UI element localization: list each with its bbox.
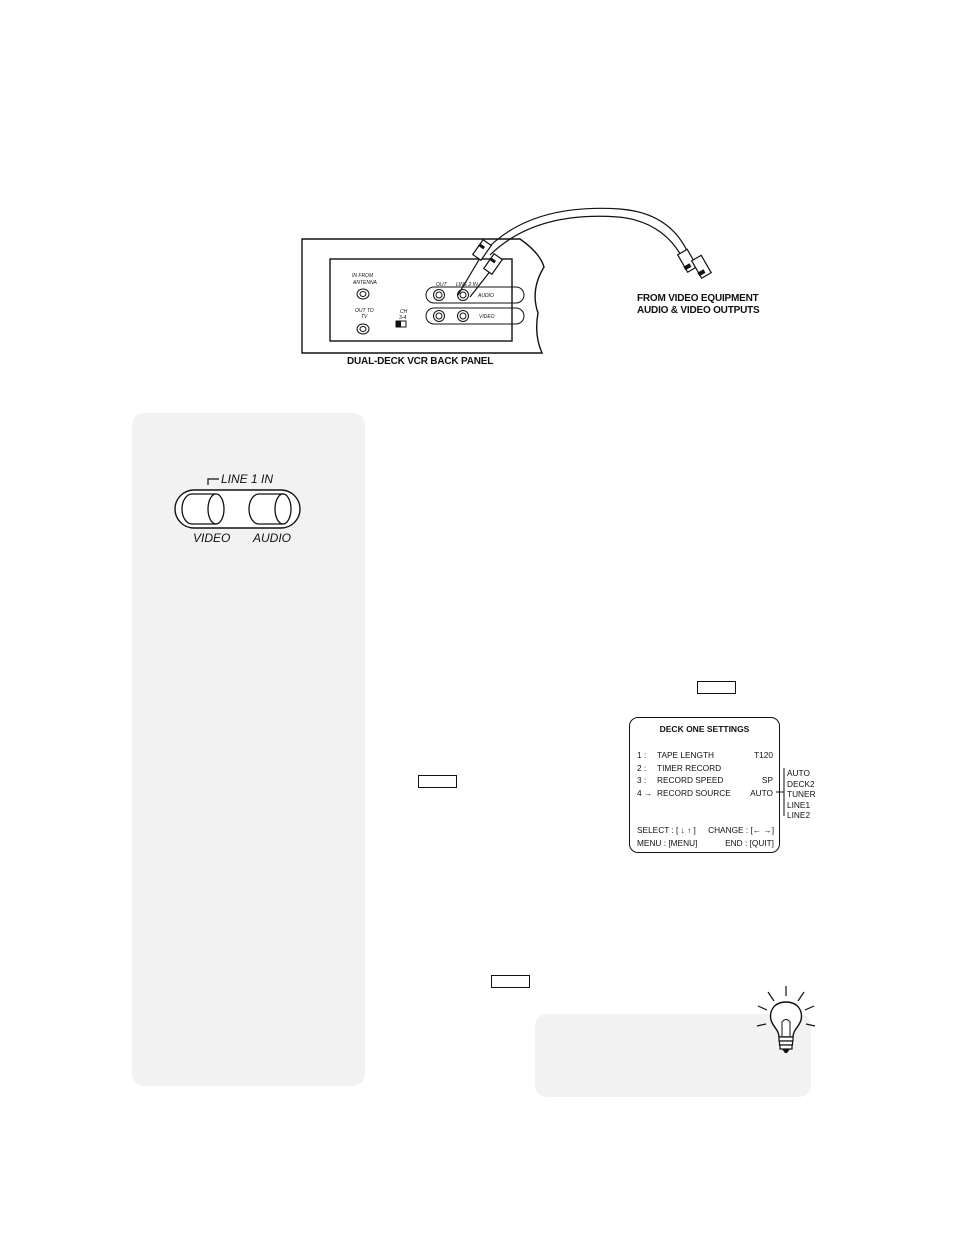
osd-row-num: 4 → (637, 787, 653, 798)
panel-caption: DUAL-DECK VCR BACK PANEL (347, 356, 494, 367)
key-box-2 (418, 775, 457, 788)
source-bracket (776, 768, 785, 816)
osd-end-hint: END : [QUIT] (725, 838, 774, 848)
antenna-jack-label-2: ANTENNA (353, 280, 377, 286)
osd-row-label: TIMER RECORD (657, 762, 722, 773)
source-option: LINE2 (787, 810, 811, 821)
channel-label-2: 3-4 (399, 315, 407, 321)
tv-jack-label: OUT TO (355, 308, 374, 314)
tv-jack-icon (356, 323, 370, 335)
source-caption-line1: FROM VIDEO EQUIPMENT (637, 293, 759, 304)
osd-row-label: TAPE LENGTH (657, 750, 715, 760)
vcr-panel-outline (301, 238, 545, 354)
osd-row-value: T120 (754, 750, 773, 760)
light-bulb-icon (756, 986, 816, 1053)
source-option: LINE1 (787, 799, 811, 810)
rca-plug-right-icon (676, 248, 713, 279)
video-jack-group (425, 307, 525, 325)
video-jack-icon (181, 493, 225, 525)
video-label: VIDEO (193, 531, 231, 545)
out-label: OUT (436, 282, 447, 288)
osd-menu-hint: MENU : [MENU] (637, 838, 698, 848)
key-box-1 (697, 681, 736, 694)
source-options-list: AUTO DECK2 TUNER LINE1 LINE2 (787, 768, 816, 821)
line1-label: LINE 1 IN (219, 472, 276, 486)
osd-select-hint: SELECT : [ ↓ ↑ ] (637, 825, 696, 835)
connection-diagram (301, 207, 713, 354)
line2-label: LINE 2 IN (456, 282, 478, 288)
osd-row-label: RECORD SOURCE (657, 787, 731, 798)
rca-jacks-icon (433, 289, 469, 322)
video-jack-label: VIDEO (479, 314, 495, 320)
antenna-jack-icon (356, 288, 370, 300)
audio-label: AUDIO (253, 531, 292, 545)
line1-jacks-illustration (174, 478, 301, 529)
tip-panel (535, 1014, 811, 1097)
source-option: AUTO (787, 768, 810, 778)
osd-row-value: AUTO (750, 787, 773, 798)
deck-settings-osd: DECK ONE SETTINGS 1 : TAPE LENGTH T120 2… (629, 717, 780, 853)
source-option: TUNER (787, 789, 816, 800)
osd-title: DECK ONE SETTINGS (659, 724, 750, 734)
tv-jack-label-2: TV (361, 314, 368, 320)
source-caption-line2: AUDIO & VIDEO OUTPUTS (637, 305, 760, 316)
key-box-3 (491, 975, 530, 988)
osd-change-hint: CHANGE : [← →] (708, 825, 774, 835)
source-option: DECK2 (787, 778, 815, 789)
osd-row-label: RECORD SPEED (657, 775, 724, 785)
osd-row-value: SP (761, 775, 773, 785)
antenna-jack-label: IN FROM (352, 273, 374, 279)
audio-jack-icon (248, 493, 292, 525)
osd-row-num: 2 : (637, 762, 647, 773)
osd-row-num: 3 : (637, 775, 647, 785)
osd-row-num: 1 : (637, 750, 647, 760)
audio-jack-group (425, 286, 525, 304)
vcr-panel-inner (329, 258, 513, 342)
audio-jack-label: AUDIO (478, 293, 494, 299)
rca-plug-left-icon (471, 238, 504, 276)
channel-label: CH (400, 309, 408, 315)
